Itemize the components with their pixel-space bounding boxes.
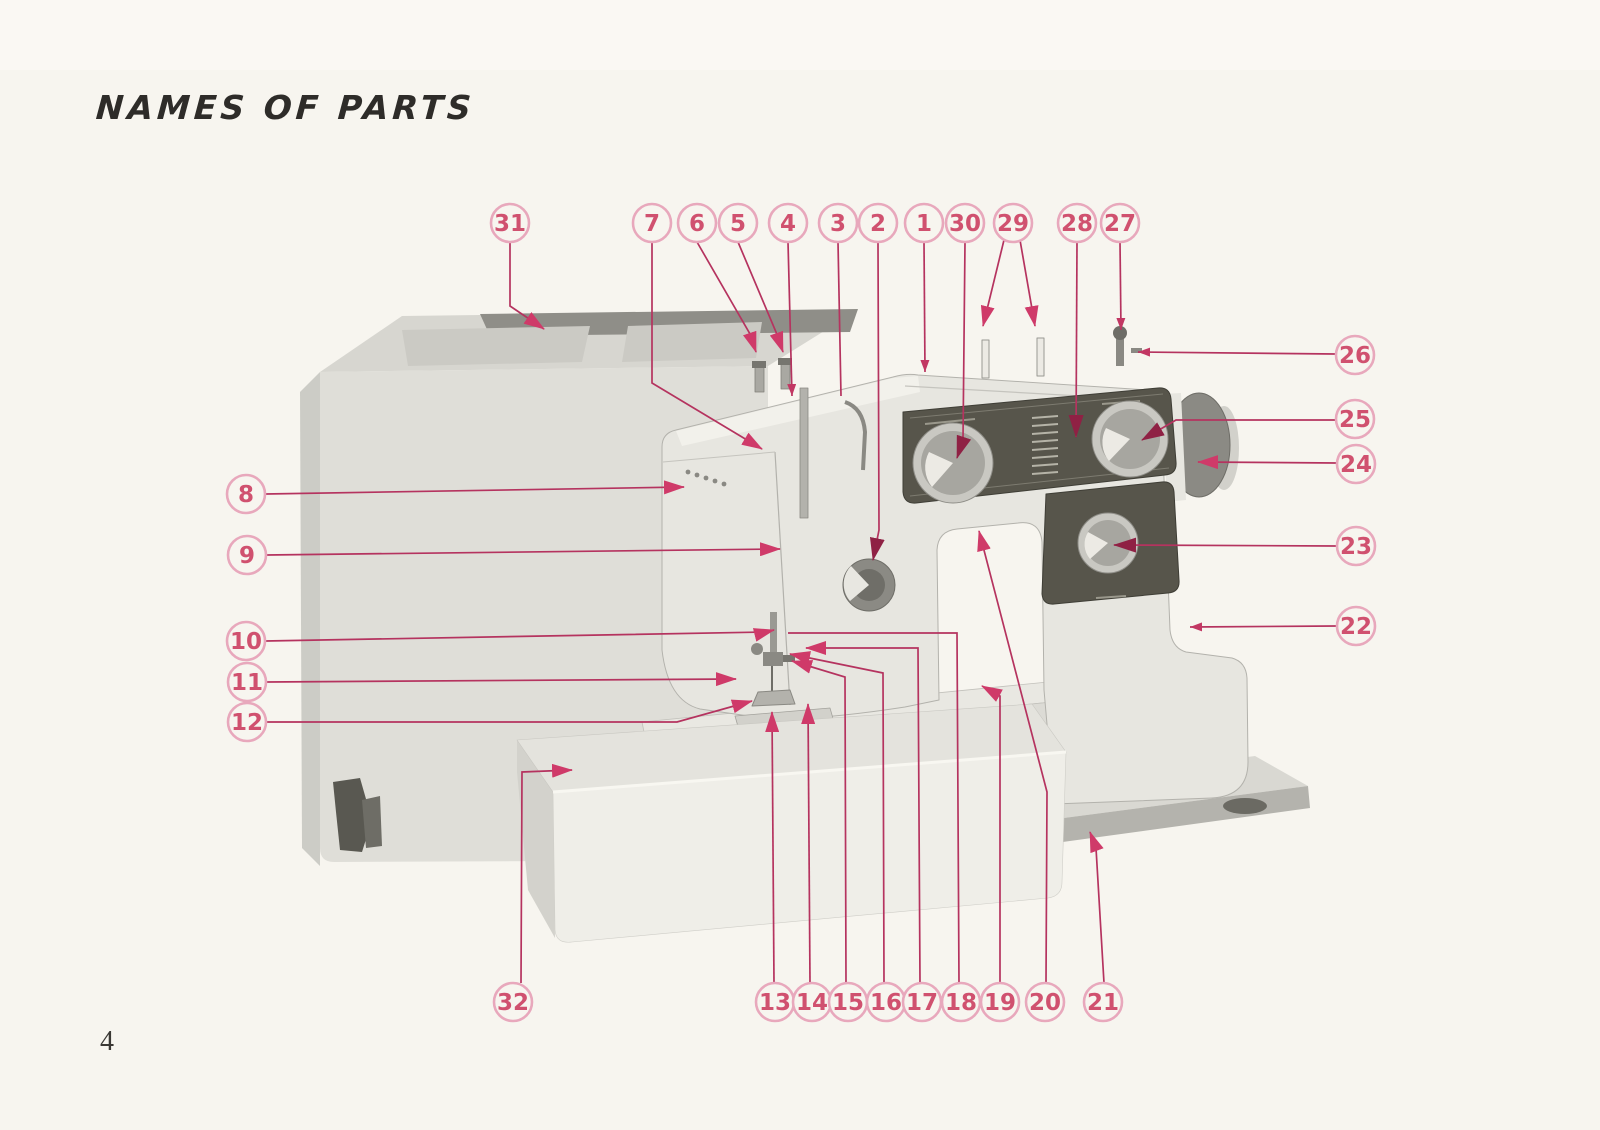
svg-text:1: 1	[916, 211, 932, 237]
page-number: 4	[100, 1026, 114, 1057]
callout-29: 29	[980, 202, 1039, 327]
svg-text:25: 25	[1339, 407, 1371, 433]
svg-text:14: 14	[796, 990, 828, 1016]
callout-23: 23	[1113, 525, 1377, 567]
svg-text:21: 21	[1087, 990, 1119, 1016]
callout-31: 31	[489, 202, 545, 330]
presser-bar	[770, 612, 777, 658]
callout-17: 17	[805, 641, 943, 1023]
svg-text:13: 13	[759, 990, 791, 1016]
thread-tension-dial	[842, 558, 896, 612]
svg-text:3: 3	[830, 211, 846, 237]
machine-illustration	[300, 309, 1310, 943]
callout-24: 24	[1197, 443, 1377, 485]
callout-18: 18	[788, 632, 982, 1023]
svg-text:8: 8	[238, 482, 254, 508]
svg-text:5: 5	[730, 211, 746, 237]
callout-28: 28	[1056, 202, 1098, 438]
callout-21: 21	[1082, 831, 1124, 1023]
callout-19: 19	[979, 685, 1021, 1023]
thread-guide-posts	[752, 358, 792, 393]
callout-6: 6	[676, 202, 757, 353]
callout-11: 11	[226, 661, 737, 703]
presser-foot	[751, 689, 796, 707]
svg-text:18: 18	[945, 990, 977, 1016]
face-plate-vents	[685, 469, 727, 487]
stitch-length-dial	[1077, 512, 1139, 574]
callout-2: 2	[857, 202, 899, 561]
stitch-chart-marks	[1031, 415, 1059, 475]
base-foot	[1223, 798, 1267, 814]
pattern-selector-dial	[912, 422, 994, 504]
svg-text:30: 30	[949, 211, 981, 237]
svg-text:23: 23	[1340, 534, 1372, 560]
svg-text:31: 31	[494, 211, 526, 237]
svg-text:32: 32	[497, 990, 529, 1016]
callout-12: 12	[226, 699, 753, 743]
callout-4: 4	[767, 202, 809, 397]
callout-3: 3	[817, 202, 859, 397]
paper-top-edge	[0, 0, 1600, 70]
callout-10: 10	[225, 620, 775, 662]
svg-text:11: 11	[231, 670, 263, 696]
svg-text:19: 19	[984, 990, 1016, 1016]
svg-text:4: 4	[780, 211, 796, 237]
callout-30: 30	[944, 202, 986, 459]
callout-16: 16	[789, 651, 907, 1023]
svg-text:24: 24	[1340, 452, 1372, 478]
thread-guide-band	[844, 400, 867, 471]
callout-14: 14	[791, 703, 833, 1023]
callout-1: 1	[903, 202, 945, 373]
svg-text:16: 16	[870, 990, 902, 1016]
callout-27: 27	[1099, 202, 1141, 331]
spool-pins	[981, 337, 1045, 379]
stitch-width-dial	[1091, 400, 1169, 478]
callout-9: 9	[226, 534, 781, 576]
callout-13: 13	[754, 711, 796, 1023]
callout-22: 22	[1189, 605, 1377, 647]
page-title: NAMES OF PARTS	[94, 88, 477, 127]
svg-text:12: 12	[231, 710, 263, 736]
callouts: 1 2 3 4 5 6 7 8	[225, 202, 1377, 1023]
face-plate-seam	[774, 451, 791, 706]
body-top-highlight	[676, 376, 920, 446]
svg-text:9: 9	[239, 543, 255, 569]
svg-text:10: 10	[230, 629, 262, 655]
svg-text:26: 26	[1339, 343, 1371, 369]
case-latch	[333, 778, 372, 852]
callout-7: 7	[631, 202, 763, 450]
svg-text:7: 7	[644, 211, 660, 237]
callout-20: 20	[977, 530, 1066, 1023]
svg-text:27: 27	[1104, 211, 1136, 237]
callout-25: 25	[1141, 398, 1376, 441]
svg-text:29: 29	[997, 211, 1029, 237]
callout-26: 26	[1137, 334, 1376, 376]
svg-text:20: 20	[1029, 990, 1061, 1016]
svg-text:17: 17	[906, 990, 938, 1016]
svg-text:2: 2	[870, 211, 886, 237]
svg-text:6: 6	[689, 211, 705, 237]
callout-32: 32	[492, 763, 573, 1023]
svg-text:22: 22	[1340, 614, 1372, 640]
take-up-lever	[799, 387, 809, 519]
svg-text:28: 28	[1061, 211, 1093, 237]
callout-8: 8	[225, 473, 685, 515]
needle-clamp	[763, 652, 783, 666]
callout-5: 5	[717, 202, 784, 353]
svg-text:15: 15	[832, 990, 864, 1016]
